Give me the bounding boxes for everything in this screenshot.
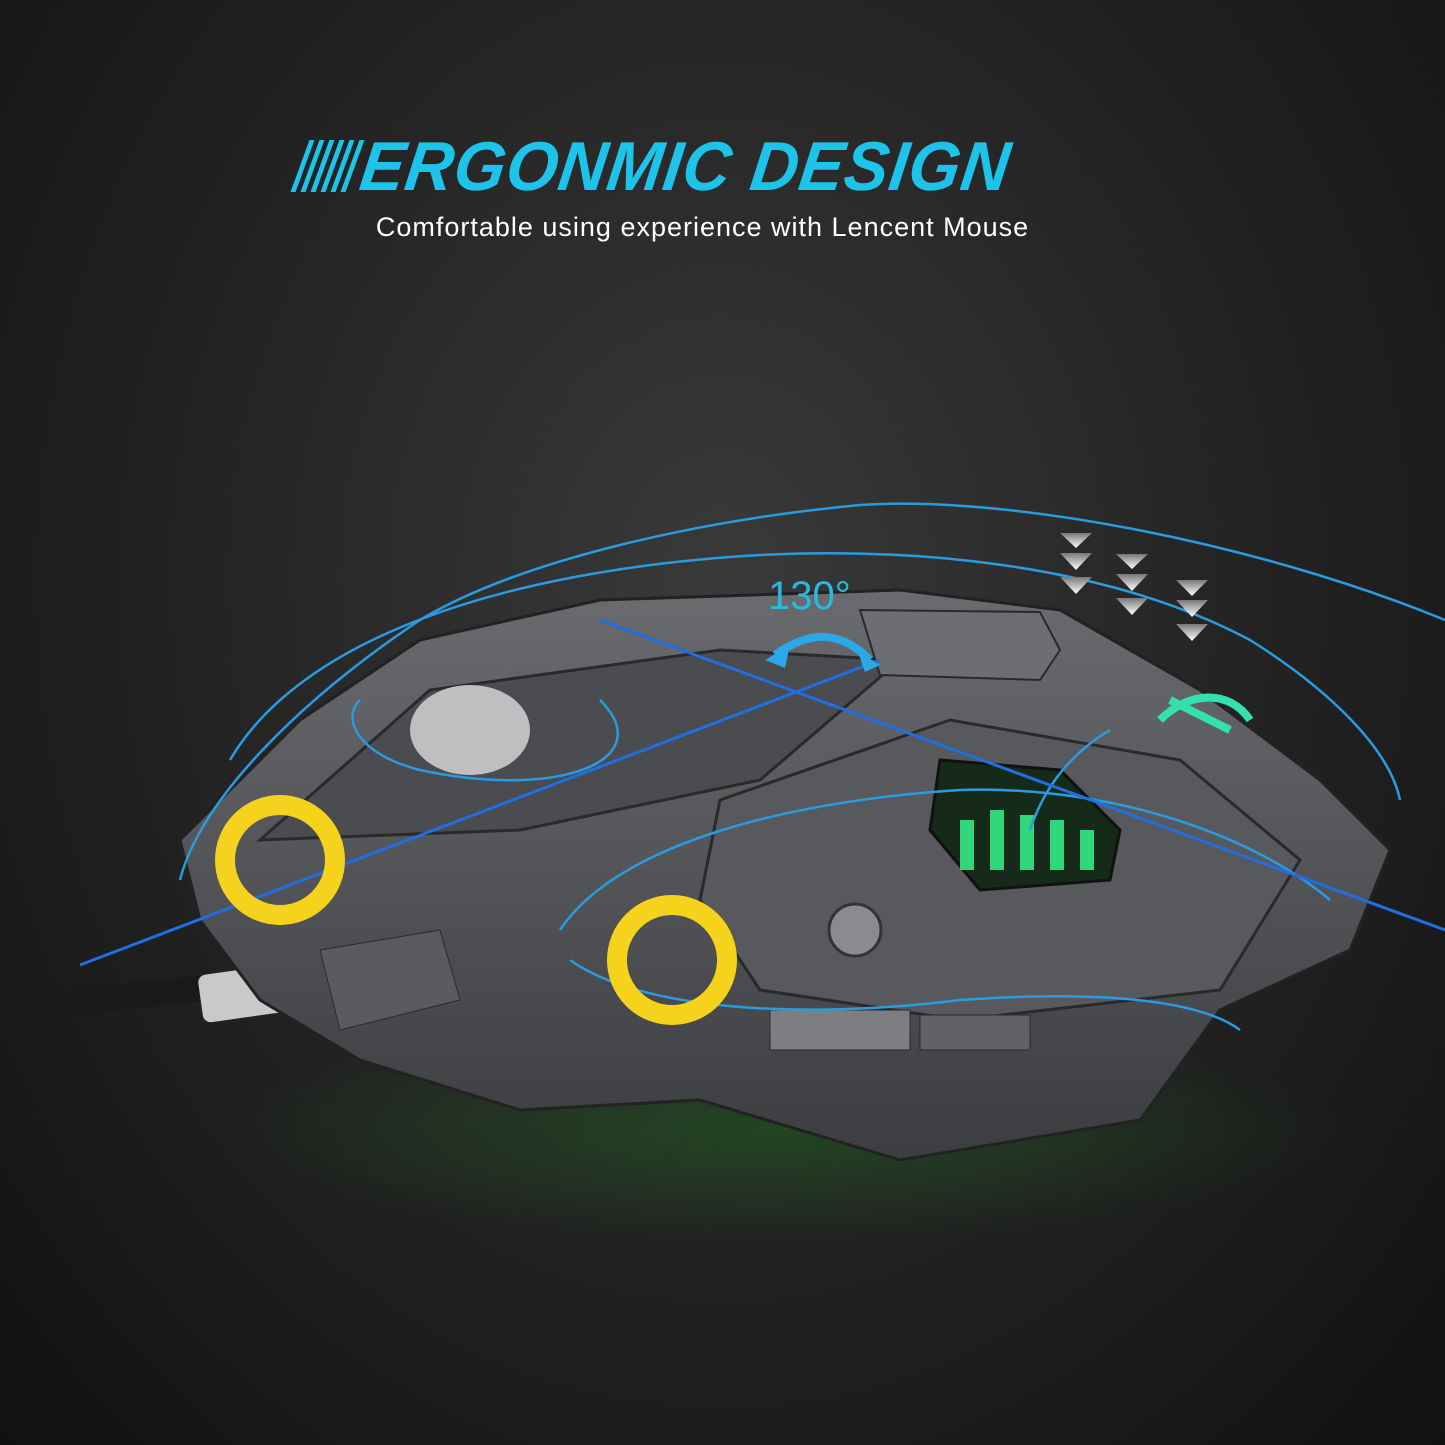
side-button (919, 1014, 1031, 1051)
highlight-ring-thumb (607, 895, 737, 1025)
scroll-wheel (410, 685, 530, 775)
rear-grip (319, 929, 461, 1031)
logo-emblem (1157, 693, 1254, 734)
arrowhead-left (765, 645, 790, 668)
side-grip (769, 1009, 911, 1051)
axis-lines (79, 618, 1445, 967)
highlight-ring-palm (215, 795, 345, 925)
pressure-arrows-icon (1060, 533, 1208, 641)
hand-outline (178, 502, 1445, 1032)
led-lights (960, 810, 1094, 870)
screw (827, 902, 883, 958)
subtitle: Comfortable using experience with Lencen… (375, 212, 1030, 242)
dpi-button (858, 608, 1062, 682)
angle-label: 130° (768, 574, 851, 618)
arrowhead-right (858, 652, 880, 672)
cable (0, 972, 232, 1023)
